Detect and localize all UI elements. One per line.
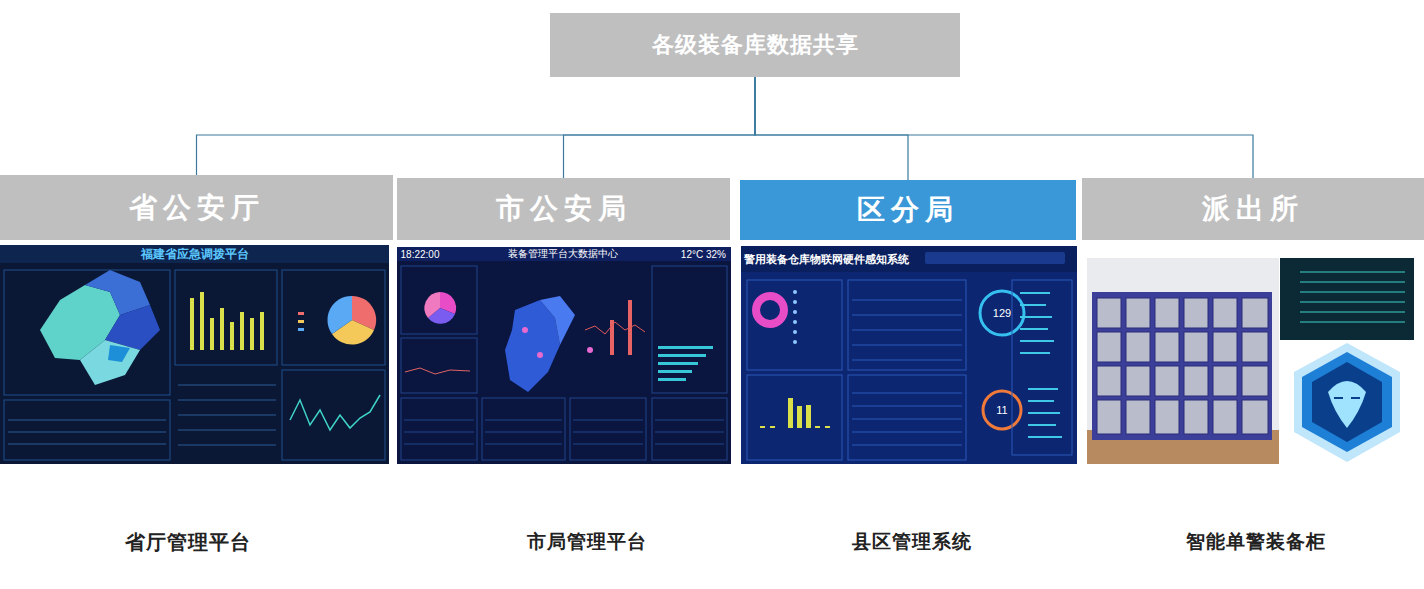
hexagon	[1302, 352, 1392, 452]
tree-connector	[755, 77, 908, 180]
line-chart	[290, 395, 380, 430]
face-ground	[1280, 341, 1414, 464]
node-label: 市公安局	[496, 190, 632, 228]
clock-text: 18:22:00	[401, 249, 440, 260]
screen-ground	[0, 245, 389, 464]
screen-thumbnail	[1280, 258, 1414, 340]
line-chart	[585, 322, 645, 334]
screen-header	[741, 246, 1077, 272]
system-caption: 智能单警装备柜	[1186, 529, 1326, 555]
screen-title: 警用装备仓库物联网硬件感知系统	[744, 252, 909, 267]
gauge-ring	[980, 291, 1024, 335]
level-header: 省公安厅	[0, 175, 393, 240]
district-dashboard	[741, 246, 1077, 464]
locker-bank	[1092, 292, 1272, 440]
province-dashboard	[0, 245, 389, 464]
city-dashboard	[397, 247, 731, 464]
donut-chart	[756, 296, 784, 324]
screen-rows	[1300, 272, 1405, 322]
list-items	[1020, 292, 1062, 438]
system-caption: 县区管理系统	[852, 529, 972, 555]
line-chart	[405, 368, 470, 374]
root-box: 各级装备库数据共享	[550, 13, 960, 77]
screen-ground	[397, 247, 731, 464]
hexagon-inner	[1312, 362, 1382, 442]
face-eyes	[1334, 397, 1360, 399]
chart-frame	[282, 370, 385, 460]
cabinet-photo	[1087, 258, 1414, 464]
map-markers	[522, 327, 593, 358]
table-rows	[8, 385, 276, 445]
level-header: 派出所	[1082, 178, 1424, 240]
level-header: 市公安局	[397, 178, 730, 240]
bar-chart	[760, 398, 830, 428]
system-caption: 市局管理平台	[527, 529, 647, 555]
map-region	[80, 340, 140, 385]
search-bar	[925, 252, 1065, 264]
locker-doors	[1097, 298, 1268, 434]
panel-frame	[747, 280, 842, 370]
wall	[1087, 258, 1279, 464]
table-frame	[848, 280, 966, 370]
panel-frame	[652, 266, 727, 393]
node-label: 区分局	[857, 191, 959, 229]
map-frame	[4, 270, 170, 395]
humidity-text: 32%	[706, 249, 726, 260]
screen-header	[0, 245, 389, 263]
list-frame	[1012, 280, 1072, 455]
table-rows	[401, 398, 727, 460]
screen-title: 福建省应急调拨平台	[141, 246, 249, 263]
screen-title: 装备管理平台大数据中心	[508, 247, 618, 261]
chart-frame	[175, 270, 277, 365]
legend-dots	[793, 290, 797, 344]
table-frame	[848, 375, 966, 460]
pie-chart	[424, 292, 456, 324]
gauge-value: 129	[993, 307, 1011, 319]
bar-list	[658, 346, 713, 381]
table-frame	[4, 400, 170, 460]
bar-chart	[610, 300, 632, 355]
screen-header	[397, 247, 731, 261]
table-rows	[852, 300, 962, 445]
pie-chart	[298, 296, 376, 345]
gauge-value: 11	[996, 404, 1007, 416]
level-header: 区分局	[740, 180, 1076, 240]
node-label: 省公安厅	[129, 189, 265, 227]
node-label: 派出所	[1202, 190, 1304, 228]
weather-text: 12°C	[681, 249, 703, 260]
city-map	[540, 296, 575, 345]
panel-frame	[747, 375, 842, 460]
face-scan	[1328, 381, 1366, 428]
panel-frame	[401, 338, 477, 393]
node-label: 各级装备库数据共享	[652, 30, 859, 60]
panel-frame	[401, 266, 477, 334]
gauge-ring	[983, 391, 1021, 429]
screen-ground	[741, 246, 1077, 464]
system-caption: 省厅管理平台	[125, 529, 251, 556]
hexagon-glow	[1294, 343, 1400, 462]
chart-frame	[282, 270, 385, 365]
bar-chart	[190, 292, 264, 350]
tree-connector	[564, 77, 756, 178]
tree-connector	[755, 77, 1253, 178]
map-region	[108, 345, 130, 362]
tree-connector	[197, 77, 756, 175]
